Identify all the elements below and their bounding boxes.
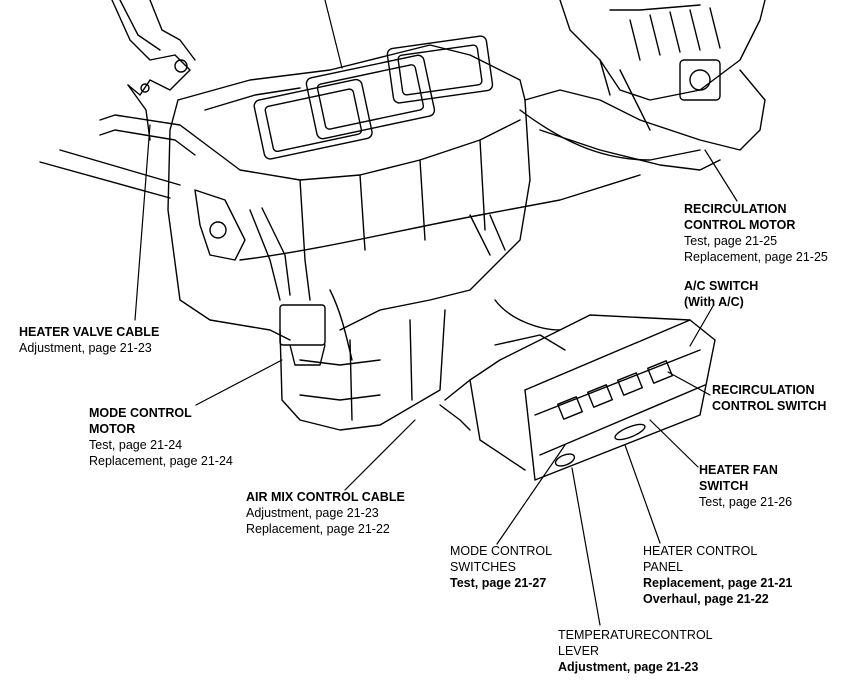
heater-valve-cable-drawing	[39, 114, 201, 199]
leader-lines	[134, 0, 738, 626]
label-mode-control-motor: MODE CONTROL MOTOR Test, page 21-24 Repl…	[89, 406, 233, 468]
label-recirculation-control-switch: RECIRCULATION CONTROL SWITCH	[712, 383, 827, 413]
label-heater-fan-switch: HEATER FAN SWITCH Test, page 21-26	[699, 463, 793, 509]
label-mode-control-switches: MODE CONTROL SWITCHES Test, page 21-27	[450, 544, 553, 590]
steering-bracket-drawing	[111, 0, 196, 141]
label-heater-valve-cable: HEATER VALVE CABLE Adjustment, page 21-2…	[19, 325, 160, 355]
label-temperature-control-lever: TEMPERATURECONTROL LEVER Adjustment, pag…	[558, 628, 713, 674]
recirculation-unit-drawing	[524, 0, 766, 171]
label-heater-control-panel: HEATER CONTROL PANEL Replacement, page 2…	[643, 544, 793, 606]
label-recirculation-control-motor: RECIRCULATION CONTROL MOTOR Test, page 2…	[684, 202, 828, 264]
label-air-mix-control-cable: AIR MIX CONTROL CABLE Adjustment, page 2…	[246, 490, 405, 536]
heater-housing-drawing	[167, 35, 701, 431]
control-panel-drawing	[439, 314, 716, 481]
label-ac-switch: A/C SWITCH (With A/C)	[684, 279, 759, 309]
